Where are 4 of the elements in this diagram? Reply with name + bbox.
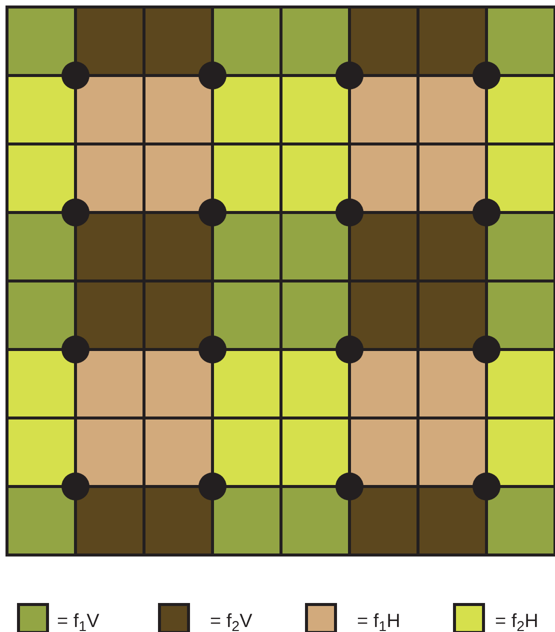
legend-label: = f$_{2}$V — [210, 610, 252, 632]
legend-label: = f$_{1}$V — [57, 610, 100, 632]
legend-label: = f$_{1}$H — [357, 610, 400, 632]
legend-label: = f$_{2}$H — [495, 610, 538, 632]
